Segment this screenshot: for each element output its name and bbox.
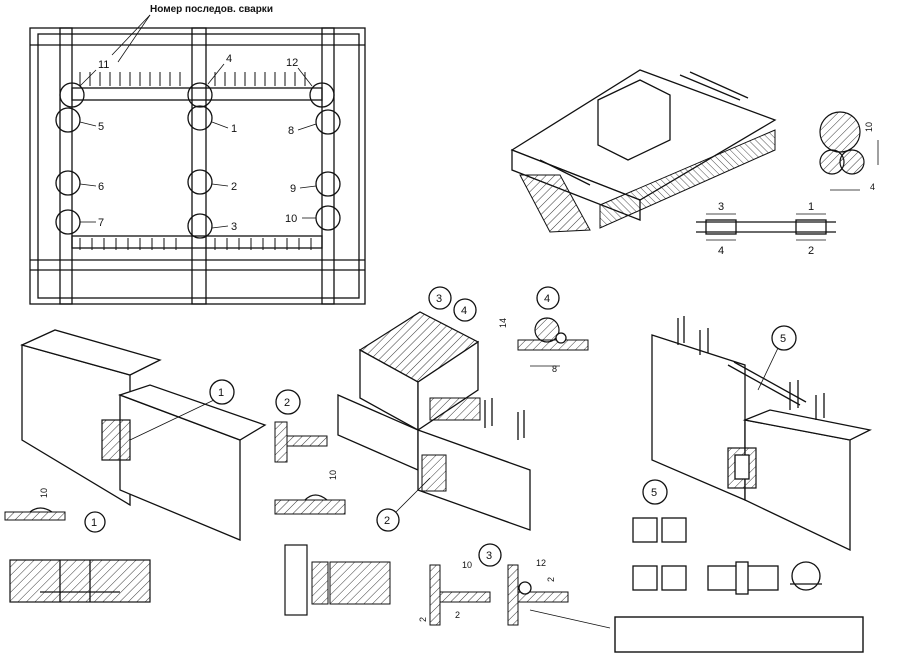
welding-plan: Номер последов. сварки	[29, 4, 366, 305]
arrow-number: 2	[808, 245, 814, 257]
weld-number: 5	[98, 121, 104, 133]
dimension-label: 8	[552, 364, 557, 374]
arrow-number: 1	[808, 201, 814, 213]
joint-mark-circle	[275, 389, 301, 415]
outer-wall	[29, 27, 366, 305]
joint-mark-circle	[642, 479, 668, 505]
joint-mark-circle	[428, 286, 452, 310]
joint-mark-circle	[376, 508, 400, 532]
stamp-box	[614, 616, 864, 653]
joint-mark: 3	[436, 293, 442, 305]
weld-number: 10	[285, 213, 297, 225]
isometric-joint-top: 10 4 3 4 1 2	[510, 69, 879, 257]
column-right	[321, 27, 335, 305]
dimension-label: 2	[546, 577, 556, 582]
weld-circle	[315, 171, 341, 197]
weld-circle	[309, 82, 335, 108]
dimension-label: 4	[870, 182, 875, 192]
dimension-label: 10	[864, 122, 874, 132]
column-left	[59, 27, 73, 305]
weld-circle	[187, 82, 213, 108]
beam-top	[71, 87, 323, 101]
weld-circle	[187, 213, 213, 239]
plan-caption: Номер последов. сварки	[150, 4, 273, 15]
joint-mark: 1	[91, 517, 97, 529]
weld-circle	[187, 105, 213, 131]
joint-mark: 3	[486, 550, 492, 562]
weld-circle	[315, 109, 341, 135]
dimension-label: 2	[418, 617, 428, 622]
panel-joint-5: 5 5	[632, 316, 872, 595]
joint-mark-circle	[84, 511, 106, 533]
joint-mark: 5	[651, 487, 657, 499]
joint-mark: 5	[780, 333, 786, 345]
joint-mark: 2	[384, 515, 390, 527]
weld-circle	[59, 82, 85, 108]
weld-circle	[55, 170, 81, 196]
dimension-label: 14	[498, 318, 508, 328]
weld-circle	[315, 205, 341, 231]
weld-number: 1	[231, 123, 237, 135]
detail-2: 2 10	[274, 389, 391, 616]
beam-bottom	[71, 235, 323, 249]
leader-line	[117, 14, 151, 63]
column-mid	[191, 27, 207, 305]
dimension-label: 10	[328, 470, 338, 480]
weld-number: 4	[226, 53, 232, 65]
weld-number: 8	[288, 125, 294, 137]
weld-number: 3	[231, 221, 237, 233]
joint-mark-circle	[453, 298, 477, 322]
joint-mark: 4	[544, 293, 550, 305]
inner-wall-line	[37, 33, 360, 299]
rebar-section	[819, 111, 861, 153]
panel-joint-1: 1 10 1	[4, 329, 267, 603]
dimension-label: 10	[39, 488, 49, 498]
leader-line	[111, 14, 151, 56]
joint-mark-circle	[536, 286, 560, 310]
column-node: 3 4 2 4 14 8 3 10 2 2 12 2	[337, 286, 611, 629]
weld-circle	[187, 169, 213, 195]
weld-number: 2	[231, 181, 237, 193]
weld-number: 7	[98, 217, 104, 229]
joint-mark: 2	[284, 397, 290, 409]
joint-mark-circle	[771, 325, 797, 351]
rebar-section	[839, 149, 865, 175]
arrow-number: 3	[718, 201, 724, 213]
joint-mark-circle	[209, 379, 235, 405]
dimension-label: 10	[462, 560, 472, 570]
joint-mark: 4	[461, 305, 467, 317]
weld-number: 12	[286, 57, 298, 69]
weld-number: 11	[98, 59, 109, 71]
dimension-label: 12	[536, 558, 546, 568]
weld-number: 6	[98, 181, 104, 193]
weld-circles	[55, 82, 341, 239]
arrow-number: 4	[718, 245, 724, 257]
weld-number: 9	[290, 183, 296, 195]
weld-circle	[55, 107, 81, 133]
joint-mark-circle	[478, 543, 502, 567]
dimension-label: 2	[455, 610, 460, 620]
joint-mark: 1	[218, 387, 224, 399]
